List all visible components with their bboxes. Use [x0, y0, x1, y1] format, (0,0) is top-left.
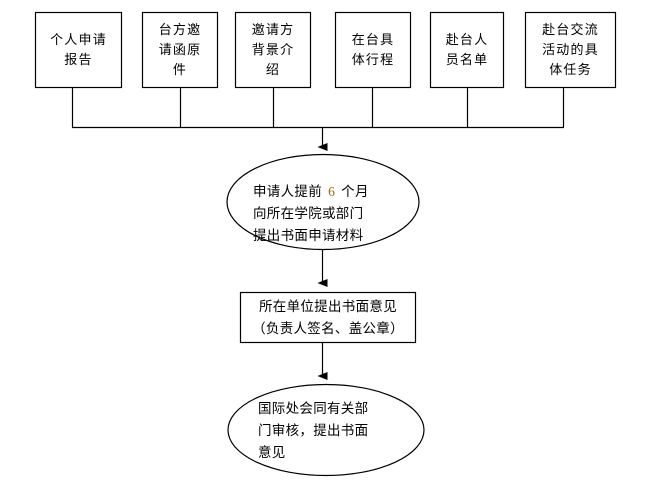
connector-drop-lines [71, 87, 565, 127]
source-box-personal-application-report[interactable] [34, 11, 123, 89]
source-box-taiwan-invitation-original[interactable] [141, 11, 219, 89]
source-box-inviter-background[interactable] [234, 11, 312, 89]
source-box-traveler-name-list[interactable] [429, 11, 505, 89]
source-box-itinerary-in-taiwan[interactable] [334, 11, 412, 89]
step-shape-international-office-review[interactable] [227, 383, 425, 477]
source-box-exchange-tasks[interactable] [524, 11, 617, 89]
step-shape-unit-written-opinion[interactable] [239, 291, 417, 344]
step-shape-apply-six-months[interactable] [226, 153, 420, 251]
